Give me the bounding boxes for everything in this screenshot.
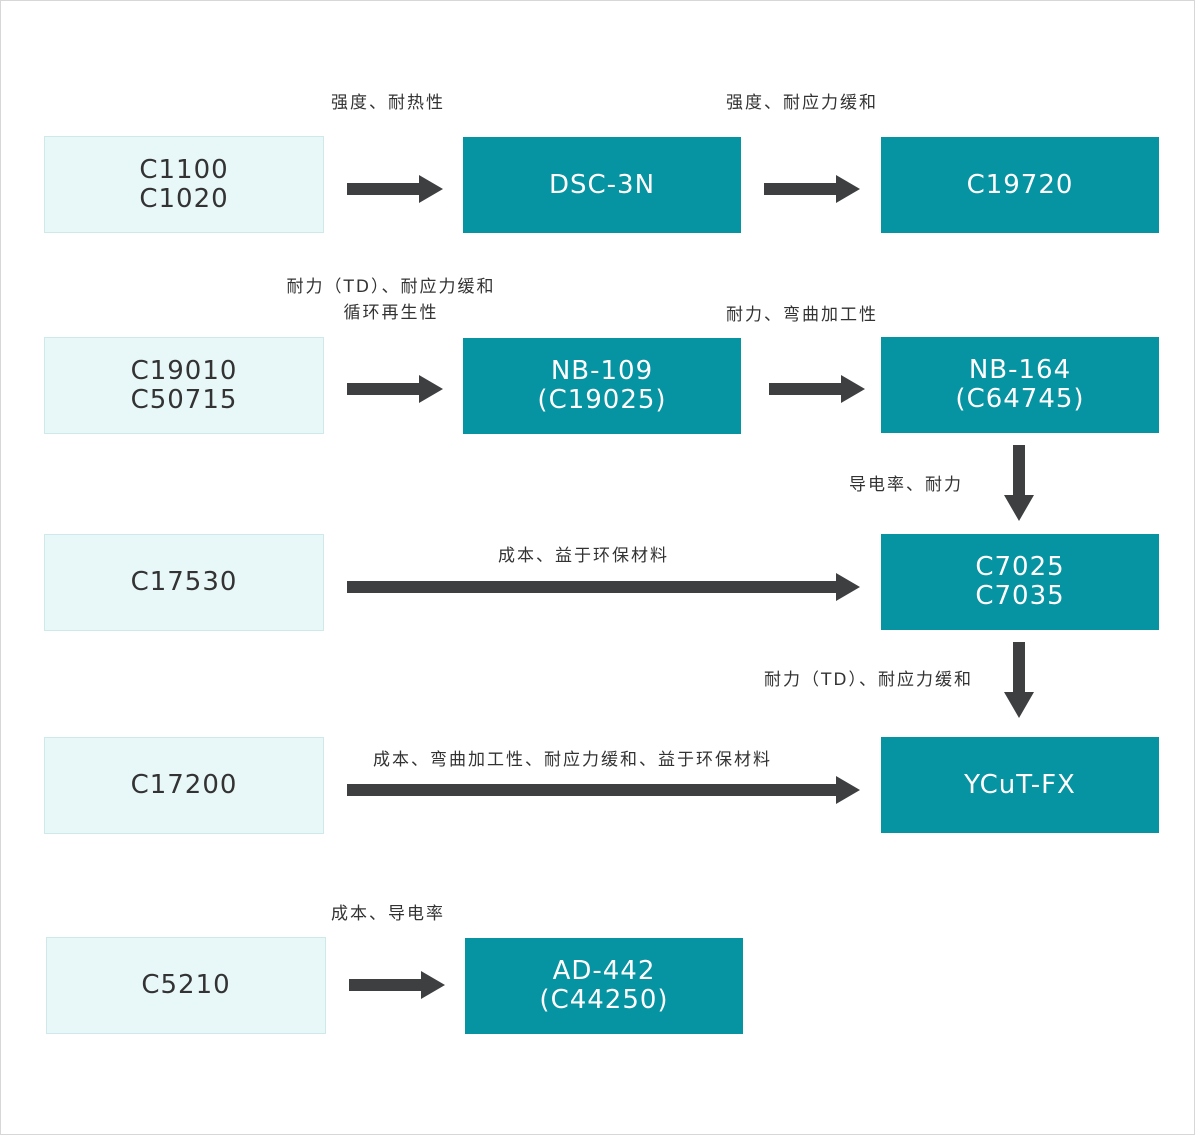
- target-text: NB-109: [550, 356, 654, 386]
- label-row1-b: 强度、耐应力缓和: [726, 93, 878, 113]
- arrow-row5: [349, 971, 445, 999]
- source-box-c5210: C5210: [46, 937, 326, 1034]
- target-text: (C19025): [537, 385, 667, 415]
- target-text: YCuT-FX: [964, 769, 1076, 800]
- label-row2-b: 耐力、弯曲加工性: [726, 305, 878, 325]
- label-row3: 成本、益于环保材料: [498, 546, 669, 566]
- target-box-c7025: C7025 C7035: [881, 534, 1159, 630]
- target-box-ycutfx: YCuT-FX: [881, 737, 1159, 833]
- target-text: NB-164: [968, 355, 1072, 385]
- target-text: C7035: [975, 581, 1065, 611]
- arrow-row3: [347, 573, 860, 601]
- source-text: C5210: [141, 970, 231, 1000]
- label-row2-a: 耐力（TD）、耐应力缓和 循环再生性: [273, 274, 509, 326]
- source-box-c17530: C17530: [44, 534, 324, 631]
- label-row4: 成本、弯曲加工性、耐应力缓和、益于环保材料: [373, 750, 772, 770]
- label-row2-a-line2: 循环再生性: [343, 303, 439, 323]
- source-text: C17200: [130, 770, 238, 800]
- source-text: C1020: [139, 183, 229, 214]
- target-text: (C64745): [955, 384, 1085, 414]
- source-text: C19010: [130, 355, 238, 386]
- arrow-down-1: [1004, 445, 1034, 521]
- source-text: C1100: [139, 154, 229, 185]
- source-box-c1100: C1100 C1020: [44, 136, 324, 233]
- arrow-row2-a: [347, 375, 443, 403]
- label-down-1: 导电率、耐力: [849, 475, 963, 495]
- target-text: AD-442: [552, 956, 656, 986]
- label-down-2: 耐力（TD）、耐应力缓和: [764, 670, 973, 690]
- arrow-down-2: [1004, 642, 1034, 718]
- source-box-c19010: C19010 C50715: [44, 337, 324, 434]
- label-row5: 成本、导电率: [331, 904, 445, 924]
- label-row2-a-line1: 耐力（TD）、耐应力缓和: [286, 277, 496, 297]
- arrow-row4: [347, 776, 860, 804]
- target-box-dsc3n: DSC-3N: [463, 137, 741, 233]
- source-box-c17200: C17200: [44, 737, 324, 834]
- target-text: C19720: [966, 169, 1074, 200]
- target-text: C7025: [975, 552, 1065, 582]
- target-text: DSC-3N: [548, 169, 656, 200]
- target-box-nb164: NB-164 (C64745): [881, 337, 1159, 433]
- arrow-row1-a: [347, 175, 443, 203]
- arrow-row2-b: [769, 375, 865, 403]
- source-text: C17530: [130, 567, 238, 597]
- arrow-row1-b: [764, 175, 860, 203]
- target-box-c19720: C19720: [881, 137, 1159, 233]
- target-text: (C44250): [539, 985, 669, 1015]
- source-text: C50715: [130, 384, 238, 415]
- label-row1-a: 强度、耐热性: [331, 93, 445, 113]
- target-box-nb109: NB-109 (C19025): [463, 338, 741, 434]
- target-box-ad442: AD-442 (C44250): [465, 938, 743, 1034]
